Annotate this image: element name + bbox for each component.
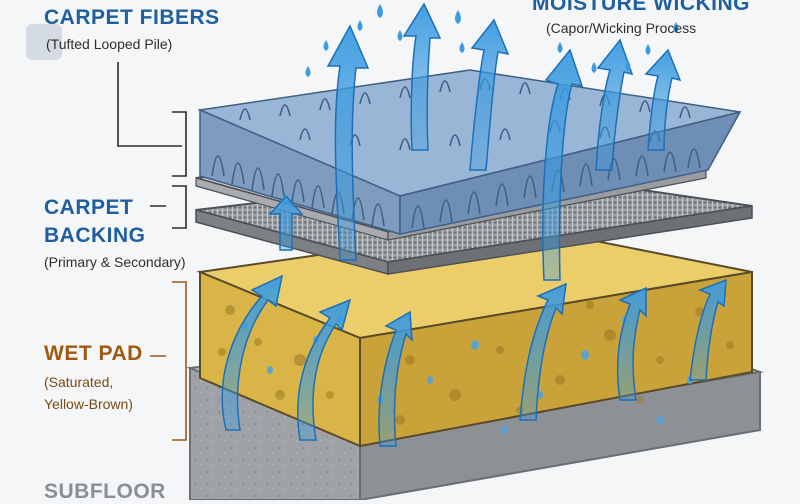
app-icon (26, 24, 62, 60)
label-carpet-fibers-subtitle: (Tufted Looped Pile) (46, 36, 173, 52)
arrow-up-13 (644, 48, 682, 151)
arrow-up-5 (616, 286, 647, 401)
label-moisture-wicking-subtitle: (Capor/Wicking Process (546, 20, 697, 36)
arrow-up-7 (268, 194, 304, 251)
arrow-up-11 (542, 48, 584, 281)
label-wet-pad-subtitle-2: Yellow-Brown) (44, 396, 133, 412)
label-carpet-backing-subtitle: (Primary & Secondary) (44, 254, 186, 270)
label-moisture-wicking-title: MOISTURE WICKING (532, 0, 750, 15)
bracket-backing (150, 185, 187, 229)
arrow-up-8 (326, 24, 370, 261)
arrow-up-6 (689, 278, 727, 381)
arrow-up-1 (221, 274, 284, 431)
label-carpet-backing-title-2: BACKING (44, 224, 146, 247)
arrow-up-9 (402, 2, 442, 151)
bracket-fibers (117, 62, 187, 177)
label-wet-pad-title: WET PAD (44, 342, 143, 365)
rising-droplets (305, 4, 679, 77)
moisture-arrows (221, 2, 727, 447)
label-subfloor-title: SUBFLOOR (44, 480, 166, 503)
arrow-up-3 (378, 310, 413, 447)
arrow-up-10 (469, 18, 510, 171)
arrow-up-2 (297, 298, 352, 441)
label-carpet-backing-title-1: CARPET (44, 196, 134, 219)
bracket-pad (150, 281, 187, 441)
label-brackets (117, 62, 187, 441)
arrow-up-4 (519, 282, 567, 421)
label-carpet-fibers-title: CARPET FIBERS (44, 6, 220, 29)
label-wet-pad-subtitle-1: (Saturated, (44, 374, 114, 390)
arrow-up-12 (595, 38, 634, 171)
